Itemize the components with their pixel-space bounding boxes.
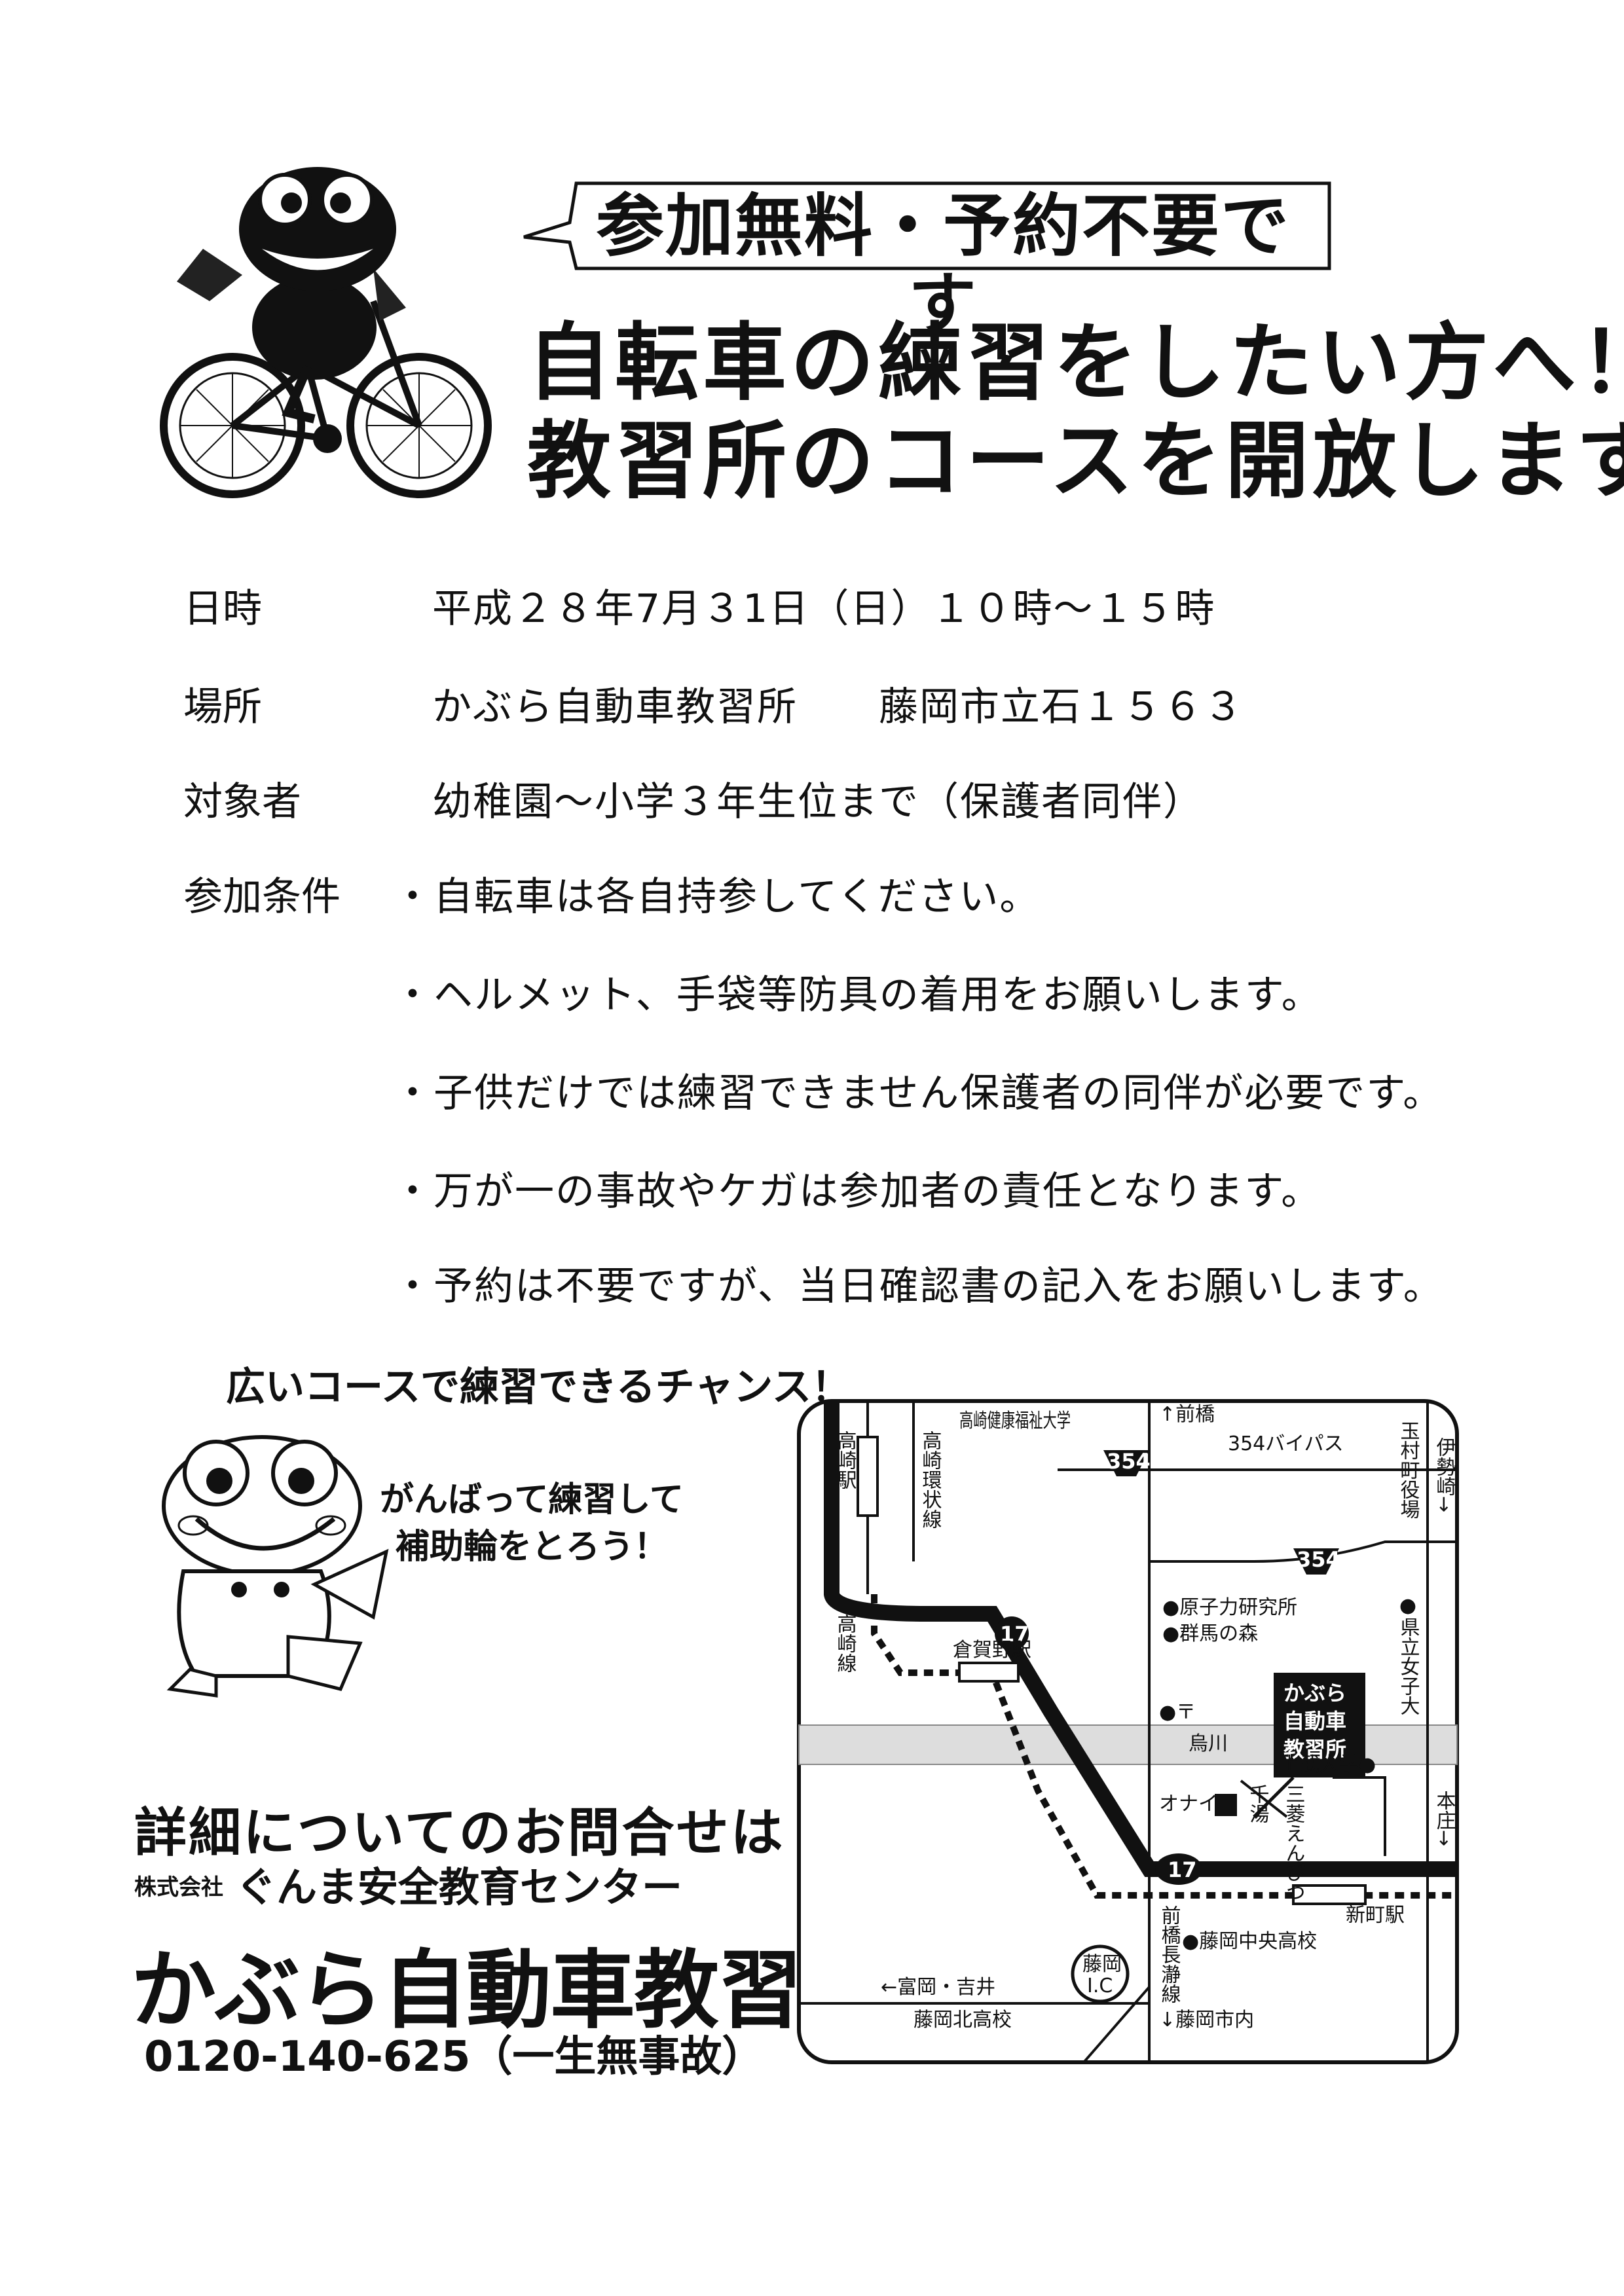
river-label: 烏川 <box>1189 1732 1228 1755</box>
cheer-text: がんばって練習して 補助輪をとろう！ <box>380 1476 684 1571</box>
atomic-label: ●原子力研究所 <box>1162 1596 1297 1619</box>
kanjo-line-label: 高崎環状線 <box>919 1430 942 1529</box>
maebashi-label: ↑前橋 <box>1159 1403 1215 1426</box>
route-17-badge-2: 17 <box>1168 1857 1197 1882</box>
map-school-line2: 自動車 <box>1283 1709 1346 1734</box>
welfare-univ-label: 高崎健康福祉大学 <box>959 1410 1071 1432</box>
senyu-label: 千湯 <box>1246 1784 1269 1823</box>
route-354-badge-2: 354 <box>1297 1547 1340 1572</box>
condition-item: ・万が一の事故やケガは参加者の責任となります。 <box>393 1169 1322 1214</box>
bypass-label: 354バイパス <box>1228 1432 1344 1455</box>
place-value: かぶら自動車教習所 藤岡市立石１５６３ <box>432 684 1244 730</box>
date-value: 平成２８年7月３1日（日）１０時～１５時 <box>432 586 1216 632</box>
place-label: 場所 <box>183 684 262 730</box>
onai-label: オナイ <box>1159 1793 1218 1815</box>
phone-number: 0120-140-625（一生無事故） <box>144 2033 764 2081</box>
speech-bubble <box>523 181 1331 270</box>
mitsubishi-label: 三菱えんぴつ <box>1282 1784 1305 1902</box>
maebashi-nagatoro-label: 前橋長瀞線 <box>1158 1905 1181 2003</box>
prefectural-univ-label: ●県立女子大 <box>1397 1594 1420 1715</box>
target-label: 対象者 <box>183 779 301 825</box>
target-value: 幼稚園～小学３年生位まで（保護者同伴） <box>432 779 1204 825</box>
chance-text: 広いコースで練習できるチャンス！ <box>226 1364 851 1410</box>
condition-item: ・ヘルメット、手袋等防具の着用をお願いします。 <box>393 972 1322 1018</box>
access-map: 354 354 17 17 かぶら 自動車 教習所 藤岡 I.C 高崎健康福祉大… <box>797 1399 1459 2064</box>
cheer-line2: 補助輪をとろう！ <box>395 1527 668 1567</box>
conditions-label: 参加条件 <box>183 874 341 920</box>
condition-item: ・予約は不要ですが、当日確認書の記入をお願いします。 <box>393 1264 1444 1309</box>
forest-label: ●群馬の森 <box>1162 1622 1258 1645</box>
free-no-reservation-text: 参加無料・予約不要です <box>595 186 1290 344</box>
isesaki-label: 伊勢崎→ <box>1433 1437 1456 1512</box>
shinmachi-station-label: 新町駅 <box>1346 1904 1405 1927</box>
condition-item: ・子供だけでは練習できません保護者の同伴が必要です。 <box>393 1070 1444 1116</box>
company-name: ぐんま安全教育センター <box>236 1863 683 1911</box>
map-school-line1: かぶら <box>1283 1681 1346 1705</box>
fujioka-ic-2: I.C <box>1087 1975 1113 1997</box>
takasaki-station-label: 高崎駅 <box>834 1430 857 1489</box>
date-label: 日時 <box>183 586 262 632</box>
takasaki-line-label: 高崎線 <box>834 1614 857 1673</box>
map-school-line3: 教習所 <box>1283 1737 1346 1762</box>
frog-mascot-illustration <box>162 1435 389 1698</box>
kuragano-station-label: 倉賀野駅 <box>953 1639 1031 1662</box>
headline-line1: 自転車の練習をしたい方へ！ <box>527 314 1624 412</box>
headline-line2: 教習所のコースを開放します <box>527 412 1624 510</box>
kita-hs-label: 藤岡北高校 <box>913 2009 1012 2032</box>
post-office-label: ●〒 <box>1159 1701 1196 1724</box>
school-name: かぶら自動車教習所 <box>131 1941 887 2040</box>
tamamura-label: 玉村町役場 <box>1397 1421 1420 1519</box>
route-17-badge: 17 <box>1000 1622 1029 1647</box>
tomioka-label: ←富岡・吉井 <box>881 1976 995 1999</box>
fujioka-ic-1: 藤岡 <box>1082 1953 1122 1976</box>
inquiry-heading: 詳細についてのお問合せは <box>134 1802 785 1863</box>
frog-bicycle-illustration <box>160 167 492 498</box>
condition-item: ・自転車は各自持参してください。 <box>393 874 1041 920</box>
honjo-label: 本庄→ <box>1433 1791 1456 1846</box>
jobu-univ-label: 上武大学● <box>1280 1753 1376 1776</box>
chuo-hs-label: ●藤岡中央高校 <box>1182 1930 1317 1953</box>
company-prefix: 株式会社 <box>134 1874 223 1901</box>
route-354-badge: 354 <box>1107 1449 1151 1474</box>
city-label: ↓藤岡市内 <box>1159 2009 1254 2032</box>
cheer-line1: がんばって練習して <box>380 1480 684 1520</box>
